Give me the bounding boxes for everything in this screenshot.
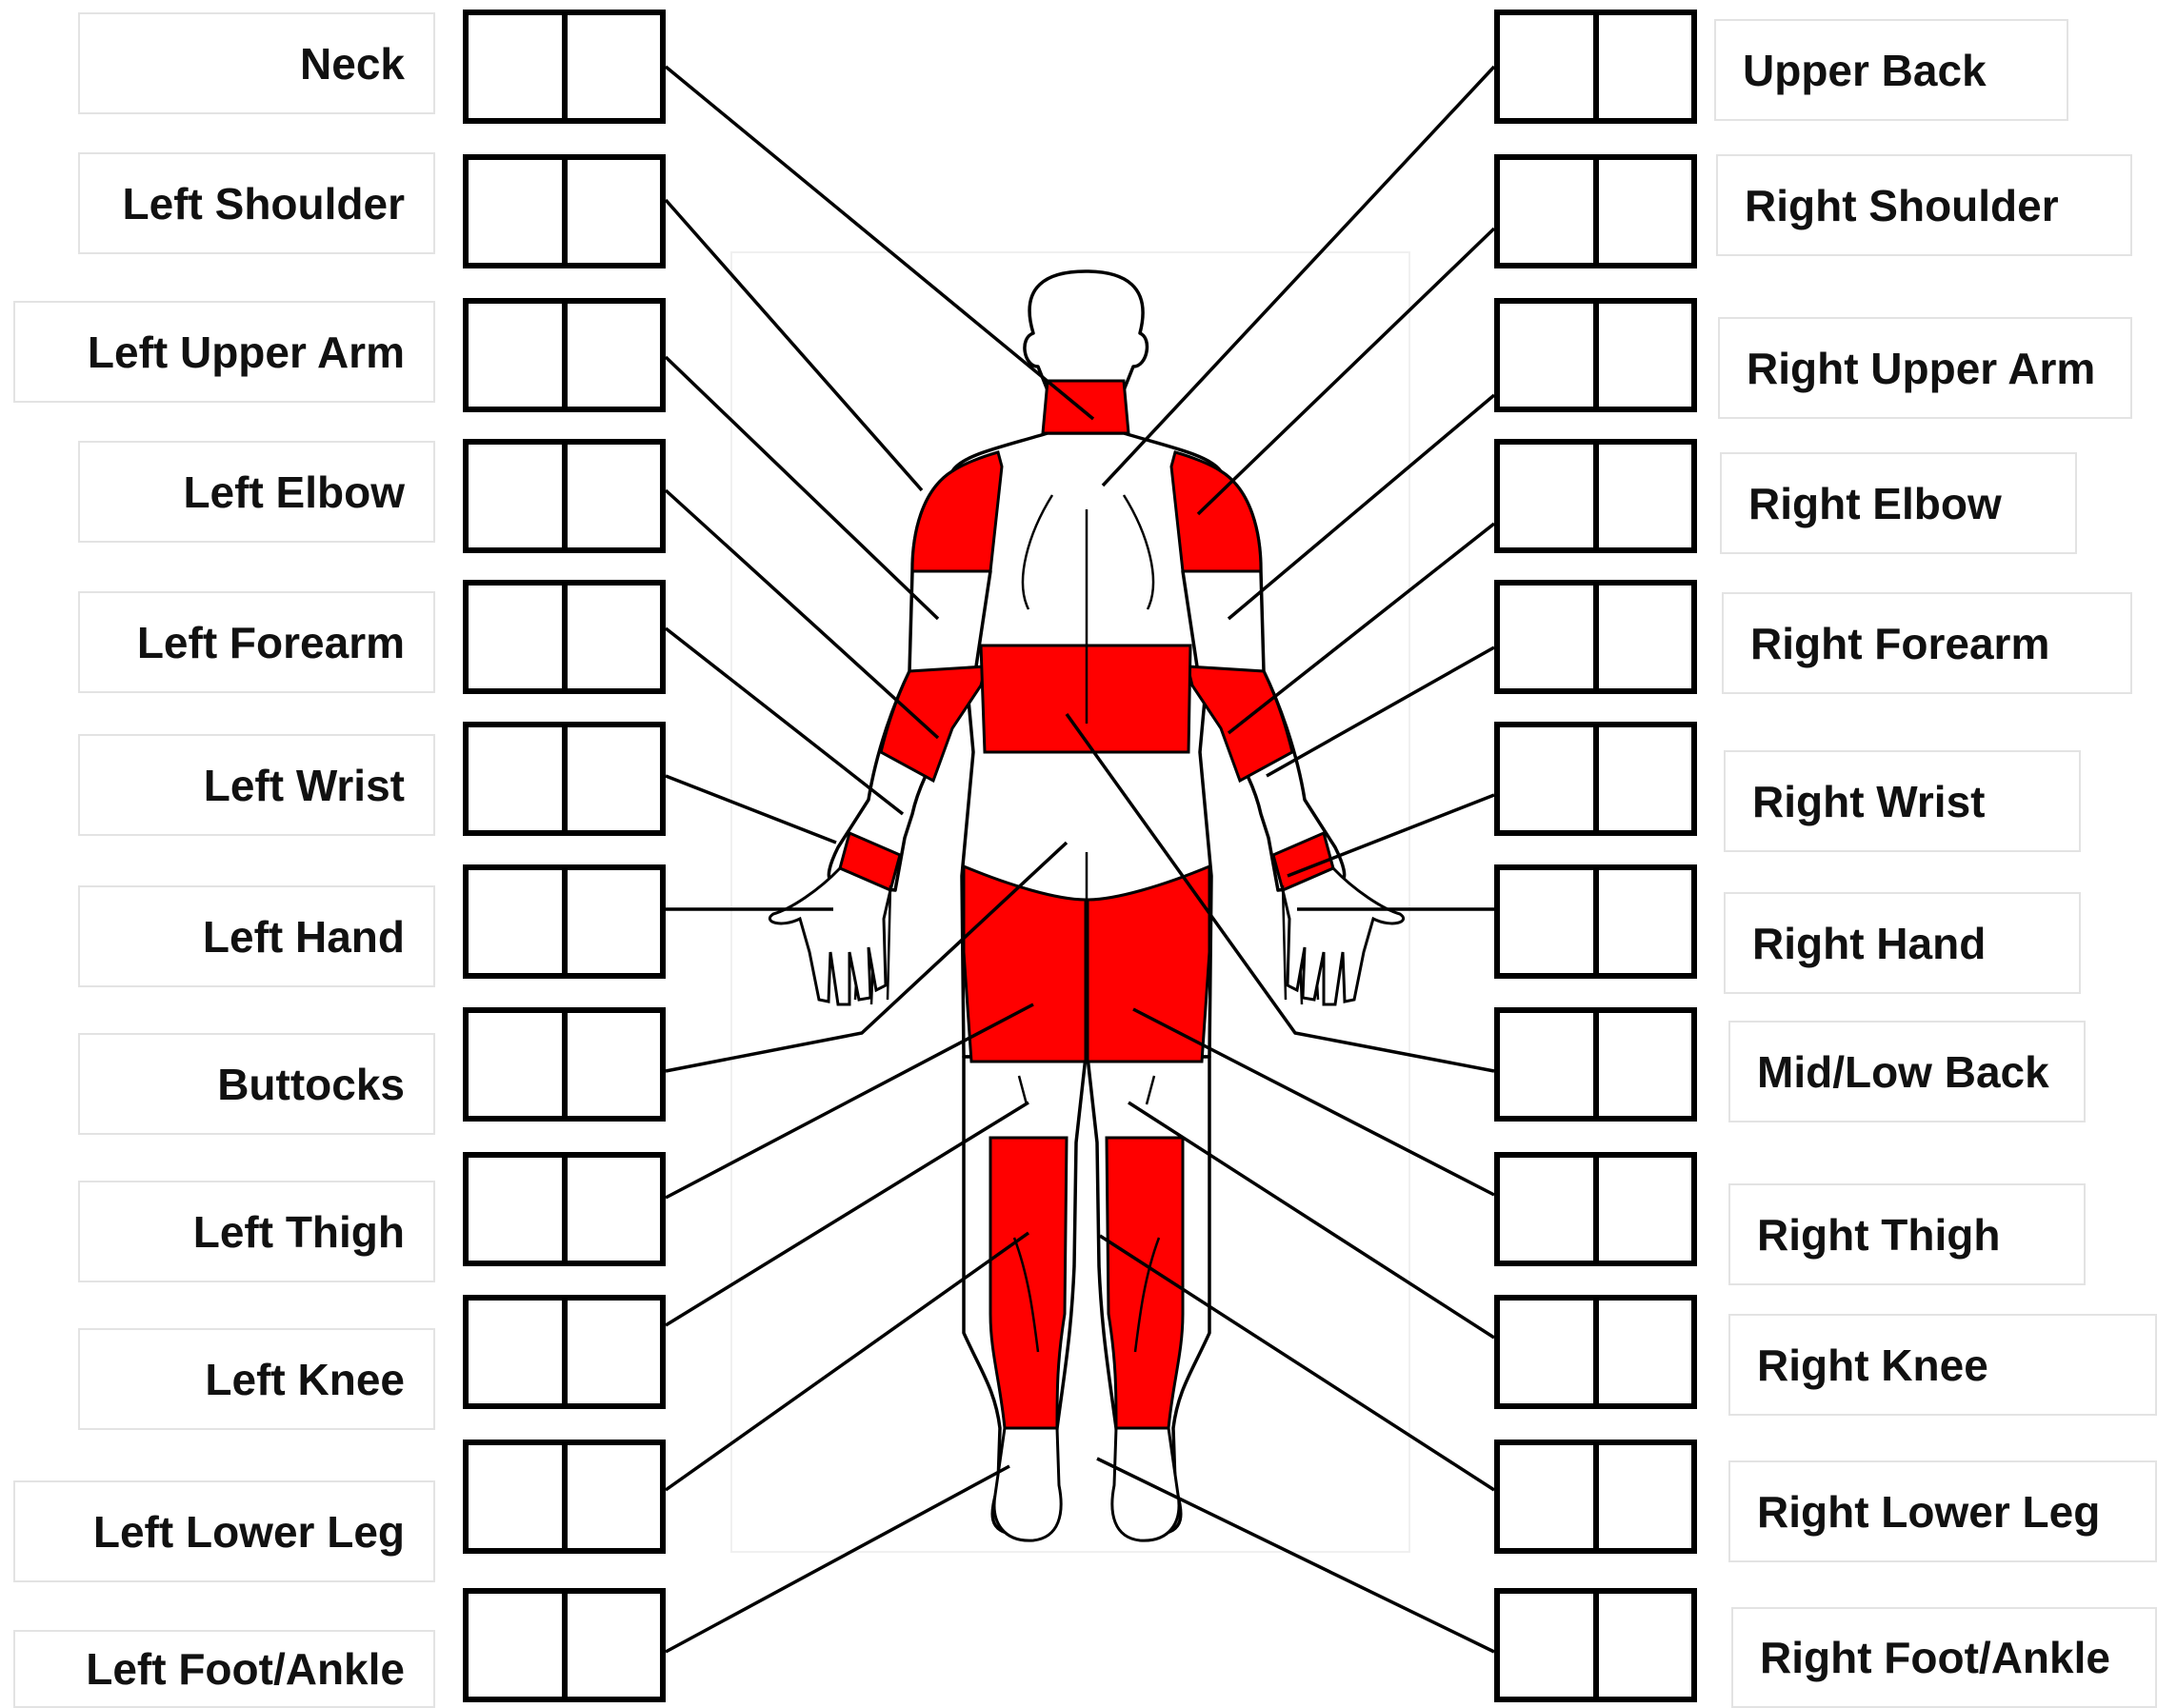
- head-outline: [1025, 271, 1148, 390]
- right-shoulder-highlight: [1171, 452, 1261, 571]
- left-shoulder-highlight: [912, 452, 1002, 571]
- right-foot-outline: [1112, 1428, 1179, 1540]
- left-foot-outline: [994, 1428, 1061, 1540]
